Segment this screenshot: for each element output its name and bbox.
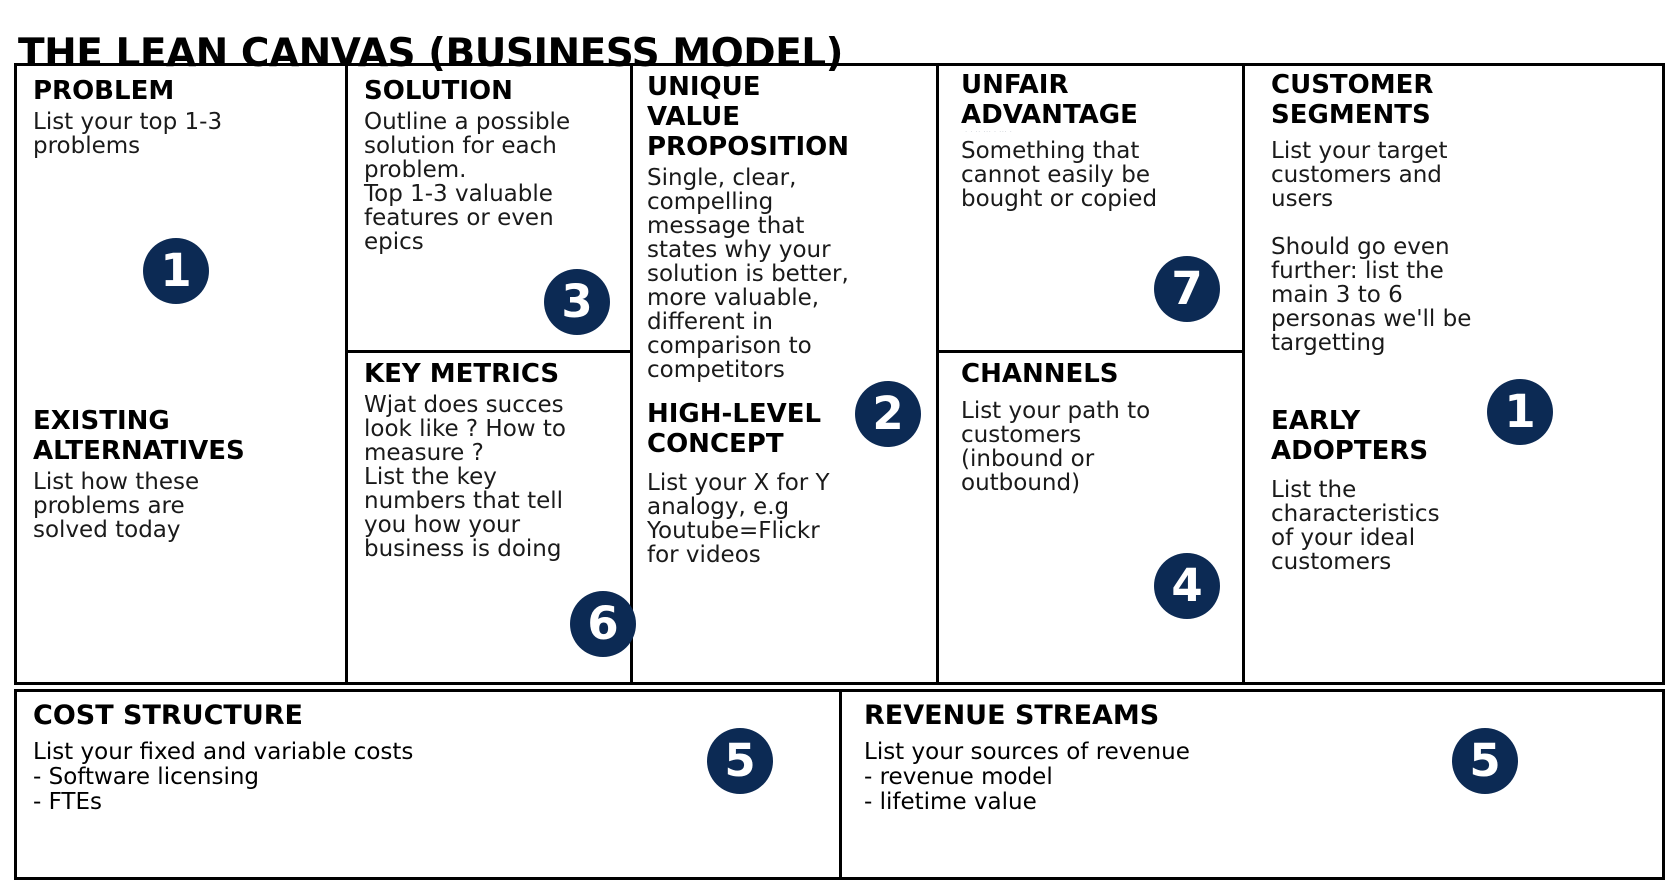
cell-problem[interactable]: PROBLEM List your top 1-3 problems 1 EXI…: [17, 66, 345, 682]
customer-segments-body: List your target customers and users: [1271, 138, 1448, 212]
unfair-advantage-body: Something that cannot easily be bought o…: [961, 138, 1158, 212]
high-level-concept-body: List your X for Y analogy, e.g Youtube=F…: [647, 470, 830, 568]
badge-cost-structure: 5: [707, 728, 773, 794]
scan-artifact-segments: ·· ·· ·: [1357, 146, 1376, 154]
existing-alternatives-content: EXISTING ALTERNATIVES List how these pro…: [33, 406, 337, 542]
problem-body: List your top 1-3 problems: [33, 109, 223, 159]
customer-segments-content: CUSTOMER SEGMENTS List your target custo…: [1271, 70, 1657, 355]
early-adopters-content: EARLY ADOPTERS List the characteristics …: [1271, 406, 1657, 574]
cell-revenue-streams[interactable]: REVENUE STREAMS List your sources of rev…: [842, 692, 1662, 877]
existing-alternatives-title: EXISTING ALTERNATIVES: [33, 406, 245, 466]
channels-content: CHANNELS List your path to customers (in…: [961, 359, 1234, 495]
key-metrics-body: Wjat does succes look like ? How to meas…: [364, 392, 567, 562]
cell-key-metrics[interactable]: KEY METRICS Wjat does succes look like ?…: [348, 353, 636, 682]
badge-solution: 3: [544, 269, 610, 335]
cost-structure-body: List your fixed and variable costs - Sof…: [33, 739, 414, 815]
problem-title: PROBLEM: [33, 76, 175, 106]
canvas-grid-bottom: COST STRUCTURE List your fixed and varia…: [14, 689, 1665, 880]
divider-col4-col5: [1242, 66, 1245, 682]
badge-unfair-advantage: 7: [1154, 256, 1220, 322]
problem-content: PROBLEM List your top 1-3 problems: [33, 76, 337, 158]
divider-cost-revenue: [839, 692, 842, 877]
divider-unfair-channels: [936, 350, 1242, 353]
solution-content: SOLUTION Outline a possible solution for…: [364, 76, 622, 254]
divider-col1-col2: [345, 66, 348, 682]
badge-uvp: 2: [855, 381, 921, 447]
unfair-advantage-content: UNFAIR ADVANTAGE Something that cannot e…: [961, 70, 1234, 211]
revenue-streams-body: List your sources of revenue - revenue m…: [864, 739, 1190, 815]
badge-channels: 4: [1154, 553, 1220, 619]
cell-cost-structure[interactable]: COST STRUCTURE List your fixed and varia…: [17, 692, 839, 877]
high-level-concept-title: HIGH-LEVEL CONCEPT: [647, 399, 822, 459]
high-level-concept-content: HIGH-LEVEL CONCEPT List your X for Y ana…: [647, 399, 942, 567]
cost-structure-title: COST STRUCTURE: [33, 700, 303, 731]
solution-body: Outline a possible solution for each pro…: [364, 109, 571, 255]
cell-solution[interactable]: SOLUTION Outline a possible solution for…: [348, 66, 630, 350]
badge-revenue-streams: 5: [1452, 728, 1518, 794]
cell-channels[interactable]: CHANNELS List your path to customers (in…: [939, 353, 1242, 682]
cost-structure-content: COST STRUCTURE List your fixed and varia…: [33, 700, 831, 815]
customer-segments-body-2: Should go even further: list the main 3 …: [1271, 234, 1472, 356]
existing-alternatives-body: List how these problems are solved today: [33, 469, 200, 543]
early-adopters-body: List the characteristics of your ideal c…: [1271, 477, 1440, 575]
uvp-body: Single, clear, compelling message that s…: [647, 165, 849, 383]
uvp-title: UNIQUE VALUE PROPOSITION: [647, 72, 850, 162]
divider-solution-keymetrics: [345, 350, 630, 353]
early-adopters-title: EARLY ADOPTERS: [1271, 406, 1429, 466]
customer-segments-title: CUSTOMER SEGMENTS: [1271, 70, 1434, 130]
page-title: THE LEAN CANVAS (BUSINESS MODEL): [18, 31, 843, 77]
badge-key-metrics: 6: [570, 591, 636, 657]
divider-col2-col3: [630, 66, 633, 682]
unfair-advantage-title: UNFAIR ADVANTAGE: [961, 70, 1138, 130]
scan-artifact-unfair: · · ·· ··· · ··· ·: [965, 128, 1013, 136]
cell-unfair-advantage[interactable]: UNFAIR ADVANTAGE Something that cannot e…: [939, 66, 1242, 350]
key-metrics-content: KEY METRICS Wjat does succes look like ?…: [364, 359, 622, 561]
revenue-streams-title: REVENUE STREAMS: [864, 700, 1160, 731]
badge-customer-segments: 1: [1487, 379, 1553, 445]
badge-problem: 1: [143, 238, 209, 304]
channels-title: CHANNELS: [961, 359, 1119, 389]
canvas-grid-top: PROBLEM List your top 1-3 problems 1 EXI…: [14, 63, 1665, 685]
divider-col3-col4: [936, 66, 939, 682]
key-metrics-title: KEY METRICS: [364, 359, 560, 389]
solution-title: SOLUTION: [364, 76, 513, 106]
cell-customer-segments[interactable]: CUSTOMER SEGMENTS List your target custo…: [1245, 66, 1665, 682]
channels-body: List your path to customers (inbound or …: [961, 398, 1151, 496]
uvp-content: UNIQUE VALUE PROPOSITION Single, clear, …: [647, 72, 942, 382]
cell-unique-value-proposition[interactable]: UNIQUE VALUE PROPOSITION Single, clear, …: [633, 66, 936, 682]
revenue-streams-content: REVENUE STREAMS List your sources of rev…: [864, 700, 1654, 815]
